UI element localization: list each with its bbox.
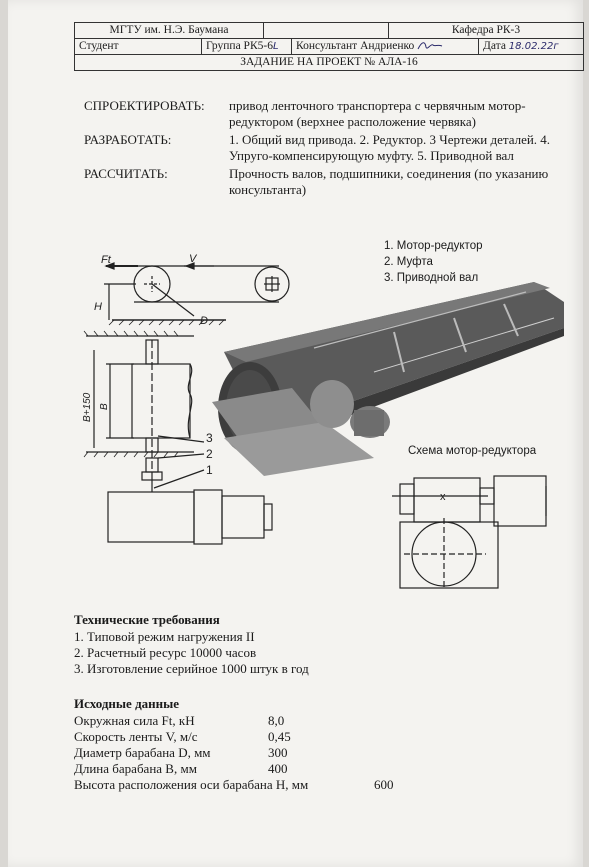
input-row: Окружная сила Ft, кН 8,0 (74, 713, 394, 729)
technical-requirements: Технические требования 1. Типовой режим … (74, 612, 309, 677)
title-block: МГТУ им. Н.Э. Баумана Кафедра РК-3 Студе… (74, 22, 584, 71)
input-value: 400 (268, 761, 288, 776)
consultant-field: Консультант Андриенко (292, 39, 479, 54)
input-row: Скорость ленты V, м/с 0,45 (74, 729, 394, 745)
input-row: Высота расположения оси барабана H, мм 6… (74, 777, 394, 793)
input-label: Диаметр барабана D, мм (74, 745, 211, 760)
consultant-label: Консультант Андриенко (296, 40, 415, 52)
input-data: Исходные данные Окружная сила Ft, кН 8,0… (74, 696, 394, 793)
motor-reducer-schema (392, 475, 547, 590)
student-field: Студент (75, 39, 202, 54)
department-name: Кафедра РК-3 (451, 24, 521, 36)
input-label: Скорость ленты V, м/с (74, 729, 198, 744)
input-label: Окружная сила Ft, кН (74, 713, 195, 728)
date-field: Дата 18.02.22г (479, 39, 583, 54)
group-label: Группа РК5-6 (206, 40, 273, 52)
part-number-3: 3 (206, 431, 213, 445)
task-design: СПРОЕКТИРОВАТЬ: привод ленточного трансп… (84, 98, 554, 130)
legend-item: 2. Муфта (384, 256, 433, 268)
label-b150: B+150 (82, 392, 93, 422)
consultant-signature (417, 42, 443, 50)
task-section: СПРОЕКТИРОВАТЬ: привод ленточного трансп… (84, 98, 554, 200)
schema-title: Схема мотор-редуктора (408, 445, 537, 457)
student-label: Студент (79, 40, 119, 52)
legend-item: 3. Приводной вал (384, 272, 479, 284)
label-b: B (99, 403, 110, 410)
drive-side-view (83, 330, 273, 545)
assignment-title: ЗАДАНИЕ НА ПРОЕКТ № АЛА-16 (240, 56, 418, 68)
belt-scheme (104, 262, 290, 326)
label-h: H (94, 301, 102, 313)
part-number-1: 1 (206, 463, 213, 477)
input-label: Высота расположения оси барабана H, мм (74, 777, 309, 792)
conveyor-photo (212, 282, 564, 476)
task-key: РАЗРАБОТАТЬ: (84, 132, 172, 147)
group-field: Группа РК5-6L (202, 39, 292, 54)
task-key: РАССЧИТАТЬ: (84, 166, 168, 181)
input-value: 600 (374, 777, 394, 792)
input-row: Длина барабана B, мм 400 (74, 761, 394, 777)
task-text: Прочность валов, подшипники, соединения … (229, 166, 549, 197)
empty-cell (264, 23, 389, 38)
task-text: 1. Общий вид привода. 2. Редуктор. 3 Чер… (229, 132, 551, 163)
task-calculate: РАССЧИТАТЬ: Прочность валов, подшипники,… (84, 166, 554, 198)
conveyor-drawing: Ft V H D (82, 253, 564, 590)
input-label: Длина барабана B, мм (74, 761, 197, 776)
requirement-item: 2. Расчетный ресурс 10000 часов (74, 645, 257, 660)
task-key: СПРОЕКТИРОВАТЬ: (84, 98, 205, 113)
label-ft: Ft (101, 254, 112, 266)
schema-x-mark: x (440, 491, 446, 503)
input-value: 8,0 (268, 713, 285, 728)
input-value: 300 (268, 745, 288, 760)
requirement-item: 3. Изготовление серийное 1000 штук в год (74, 661, 309, 676)
requirement-item: 1. Типовой режим нагружения II (74, 629, 255, 644)
label-d: D (200, 315, 208, 327)
task-develop: РАЗРАБОТАТЬ: 1. Общий вид привода. 2. Ре… (84, 132, 554, 164)
input-data-title: Исходные данные (74, 696, 180, 711)
label-v: V (189, 253, 198, 265)
requirements-title: Технические требования (74, 612, 220, 627)
legend-item: 1. Мотор-редуктор (384, 240, 483, 252)
part-number-2: 2 (206, 447, 213, 461)
document-sheet: МГТУ им. Н.Э. Баумана Кафедра РК-3 Студе… (8, 0, 584, 867)
task-text: привод ленточного транспортера с червячн… (229, 98, 526, 129)
input-row: Диаметр барабана D, мм 300 (74, 745, 394, 761)
date-label: Дата (483, 40, 506, 52)
date-value: 18.02.22г (508, 41, 559, 52)
input-value: 0,45 (268, 729, 291, 744)
group-suffix: L (272, 41, 279, 52)
university-name: МГТУ им. Н.Э. Баумана (75, 23, 264, 38)
drawing-legend: 1. Мотор-редуктор 2. Муфта 3. Приводной … (384, 238, 483, 286)
